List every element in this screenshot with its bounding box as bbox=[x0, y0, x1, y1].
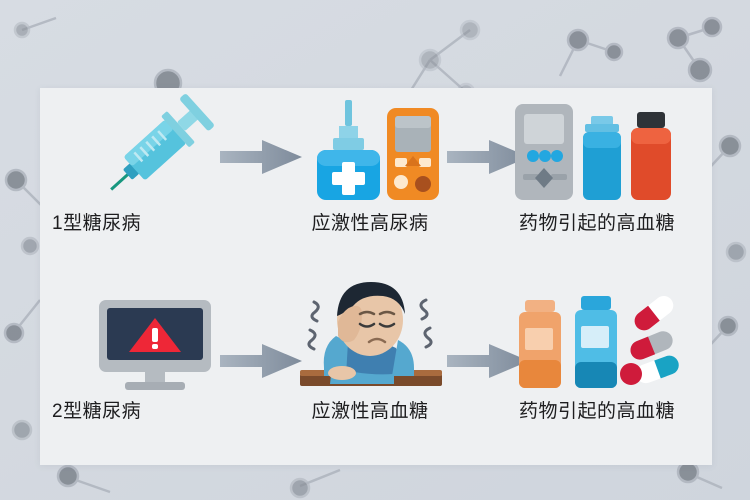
right-arrow-icon bbox=[218, 134, 304, 180]
flow-step-label: 1型糖尿病 bbox=[52, 213, 142, 234]
flow-card: 1型糖尿病 bbox=[40, 88, 712, 465]
right-arrow-icon bbox=[445, 338, 531, 384]
flow-step-label: 药物引起的高血糖 bbox=[518, 401, 675, 422]
flow-step-drug-induced-hyperglycemia-bottom: 药物引起的高血糖 bbox=[482, 276, 712, 464]
flow-step-label: 2型糖尿病 bbox=[52, 401, 142, 422]
monitor-warning-icon bbox=[40, 282, 270, 394]
right-arrow-icon bbox=[218, 338, 304, 384]
right-arrow-icon bbox=[445, 134, 531, 180]
flow-step-label: 应激性高血糖 bbox=[311, 401, 429, 422]
flow-step-type-1-diabetes: 1型糖尿病 bbox=[40, 88, 270, 276]
flow-step-label: 药物引起的高血糖 bbox=[518, 213, 675, 234]
flow-step-stress-hyperuricemia: 应激性高尿病 bbox=[255, 88, 485, 276]
flow-step-drug-induced-hyperglycemia-top: 药物引起的高血糖 bbox=[482, 88, 712, 276]
flow-step-type-2-diabetes: 2型糖尿病 bbox=[40, 276, 270, 464]
glucose-monitor-and-medicine-bottles-icon bbox=[482, 94, 712, 206]
flow-step-stress-hyperglycemia: 应激性高血糖 bbox=[255, 276, 485, 464]
flow-row-type-2: 2型糖尿病 bbox=[40, 276, 712, 464]
flow-row-type-1: 1型糖尿病 bbox=[40, 88, 712, 276]
stressed-person-at-desk-icon bbox=[255, 282, 485, 394]
syringe-icon bbox=[40, 94, 270, 206]
flow-step-label: 应激性高尿病 bbox=[311, 213, 429, 234]
pill-bottles-and-capsules-icon bbox=[482, 282, 712, 394]
insulin-vial-and-glucometer-icon bbox=[255, 94, 485, 206]
